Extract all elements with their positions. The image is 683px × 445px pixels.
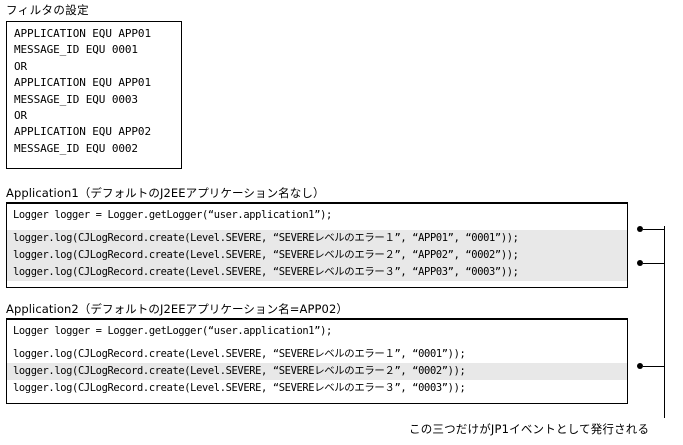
filter-line: MESSAGE_ID EQU 0002 bbox=[14, 141, 138, 155]
code-line: logger.log(CJLogRecord.create(Level.SEVE… bbox=[13, 348, 466, 360]
application2-heading: Application2（デフォルトのJ2EEアプリケーション名=APP02） bbox=[6, 302, 628, 319]
application1-heading: Application1（デフォルトのJ2EEアプリケーション名なし） bbox=[6, 186, 628, 203]
filter-settings-box: APPLICATION EQU APP01 MESSAGE_ID EQU 000… bbox=[6, 21, 182, 169]
callout-connector-app1-error3 bbox=[643, 263, 665, 265]
figure-caption: この三つだけがJP1イベントとして発行される bbox=[409, 422, 650, 436]
callout-bullet-app2-error2 bbox=[637, 363, 643, 369]
filter-line: APPLICATION EQU APP01 bbox=[14, 76, 151, 90]
code-line: Logger logger = Logger.getLogger(“user.a… bbox=[13, 325, 332, 337]
application2-code-box: Logger logger = Logger.getLogger(“user.a… bbox=[6, 319, 628, 404]
code-line: logger.log(CJLogRecord.create(Level.SEVE… bbox=[7, 264, 627, 281]
callout-connector-app1-error1 bbox=[643, 229, 665, 231]
filter-line: MESSAGE_ID EQU 0003 bbox=[14, 92, 138, 106]
application2-code-lines: Logger logger = Logger.getLogger(“user.a… bbox=[7, 320, 627, 397]
callout-connector-app2-error2 bbox=[643, 366, 665, 368]
filter-line: APPLICATION EQU APP01 bbox=[14, 27, 151, 40]
application1-code-lines: Logger logger = Logger.getLogger(“user.a… bbox=[7, 204, 627, 281]
filter-line-list: APPLICATION EQU APP01 MESSAGE_ID EQU 000… bbox=[7, 22, 181, 157]
filter-line: OR bbox=[14, 59, 28, 73]
code-line: logger.log(CJLogRecord.create(Level.SEVE… bbox=[7, 230, 627, 247]
code-line: logger.log(CJLogRecord.create(Level.SEVE… bbox=[13, 382, 466, 394]
application1-code-box: Logger logger = Logger.getLogger(“user.a… bbox=[6, 203, 628, 288]
callout-trunk-line bbox=[664, 226, 666, 418]
filter-line: MESSAGE_ID EQU 0001 bbox=[14, 43, 138, 57]
code-line: Logger logger = Logger.getLogger(“user.a… bbox=[13, 209, 332, 221]
filter-settings-title: フィルタの設定 bbox=[6, 3, 90, 17]
filter-line: OR bbox=[14, 109, 28, 123]
callout-bullet-app1-error3 bbox=[637, 260, 643, 266]
callout-bullet-app1-error1 bbox=[637, 226, 643, 232]
code-line: logger.log(CJLogRecord.create(Level.SEVE… bbox=[7, 363, 627, 380]
code-line: logger.log(CJLogRecord.create(Level.SEVE… bbox=[7, 247, 627, 264]
filter-line: APPLICATION EQU APP02 bbox=[14, 125, 151, 139]
